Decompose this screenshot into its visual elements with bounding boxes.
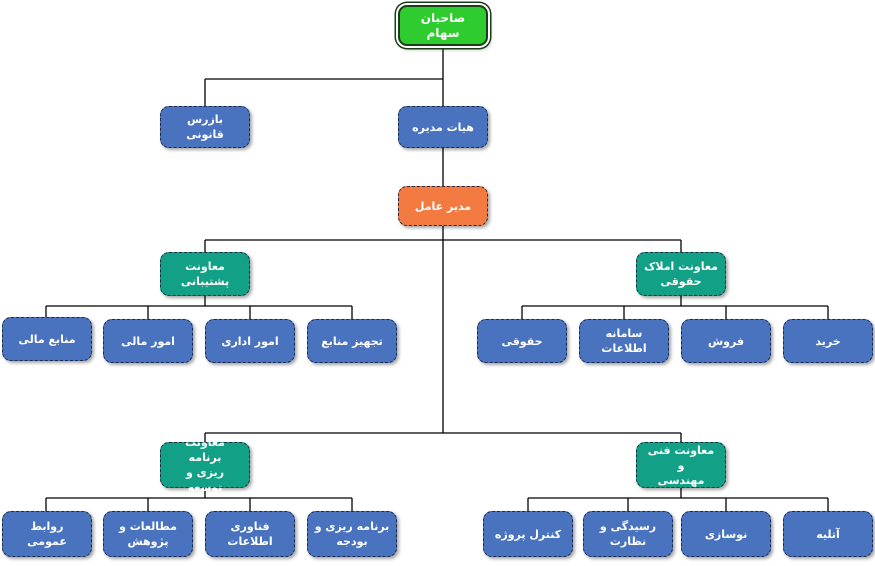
property-unit-node: حقوقی <box>477 319 567 363</box>
technical-deputy-node: معاونت فنی و مهندسی <box>636 442 726 488</box>
support-unit-node: امور مالی <box>103 319 193 363</box>
property-unit-node: سامانه اطلاعات <box>579 319 669 363</box>
technical-unit-node: آتلیه <box>783 511 873 557</box>
technical-unit-node: نوسازی <box>681 511 771 557</box>
property-unit-node: خرید <box>783 319 873 363</box>
support-unit-node: منابع مالی <box>2 317 92 361</box>
board-node: هیات مدیره <box>398 106 488 148</box>
planning-unit-node: مطالعات و پژوهش <box>103 511 193 557</box>
property-unit-node: فروش <box>681 319 771 363</box>
property-deputy-node: معاونت املاک حقوقی <box>636 252 726 296</box>
technical-unit-node: رسیدگی و نظارت <box>583 511 673 557</box>
support-unit-node: تجهیز منابع <box>307 319 397 363</box>
support-deputy-node: معاونت پشتیبانی <box>160 252 250 296</box>
planning-unit-node: فناوری اطلاعات <box>205 511 295 557</box>
planning-unit-node: برنامه ریزی و بودجه <box>307 511 397 557</box>
legal-inspector-node: بازرس قانونی <box>160 106 250 148</box>
shareholders-node: صاحبان سهام <box>398 5 488 46</box>
technical-unit-node: کنترل پروژه <box>483 511 573 557</box>
support-unit-node: امور اداری <box>205 319 295 363</box>
planning-unit-node: روابط عمومی <box>2 511 92 557</box>
ceo-node: مدیر عامل <box>398 186 488 226</box>
planning-deputy-node: معاونت برنامه ریزی و توسعه <box>160 436 250 494</box>
